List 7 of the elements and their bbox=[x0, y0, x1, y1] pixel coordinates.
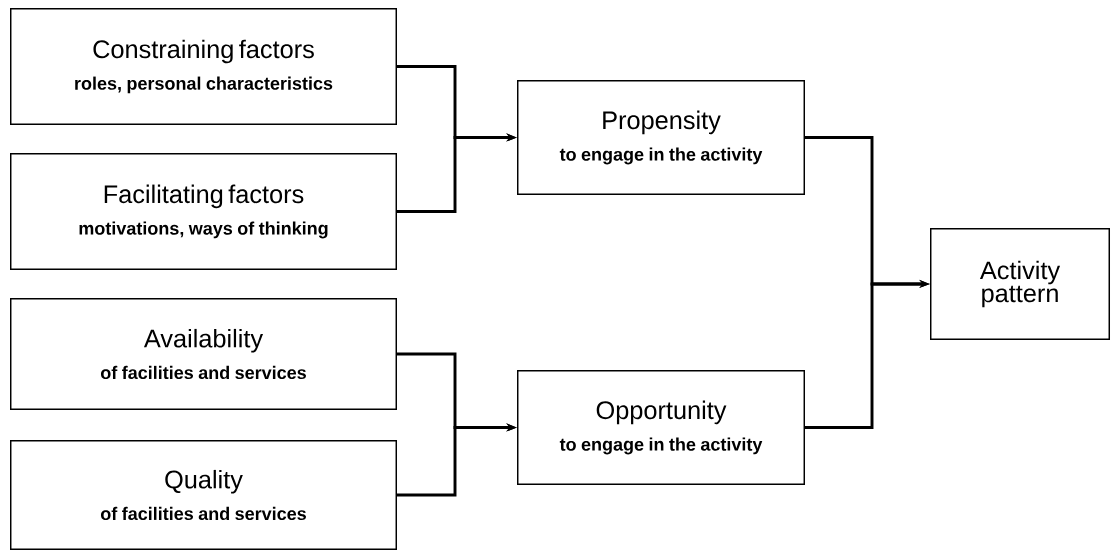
process-box: Quality of facilities and services bbox=[10, 440, 397, 550]
process-box: Activity pattern bbox=[930, 228, 1110, 340]
process-box: Availability of facilities and services bbox=[10, 298, 397, 410]
process-box: Facilitating factors motivations, ways of thinking bbox=[10, 153, 397, 270]
process-box: Constraining factors roles, personal characteristics bbox=[10, 8, 397, 125]
process-box: Opportunity to engage in the activity bbox=[517, 370, 805, 485]
process-box: Propensity to engage in the activity bbox=[517, 80, 805, 195]
